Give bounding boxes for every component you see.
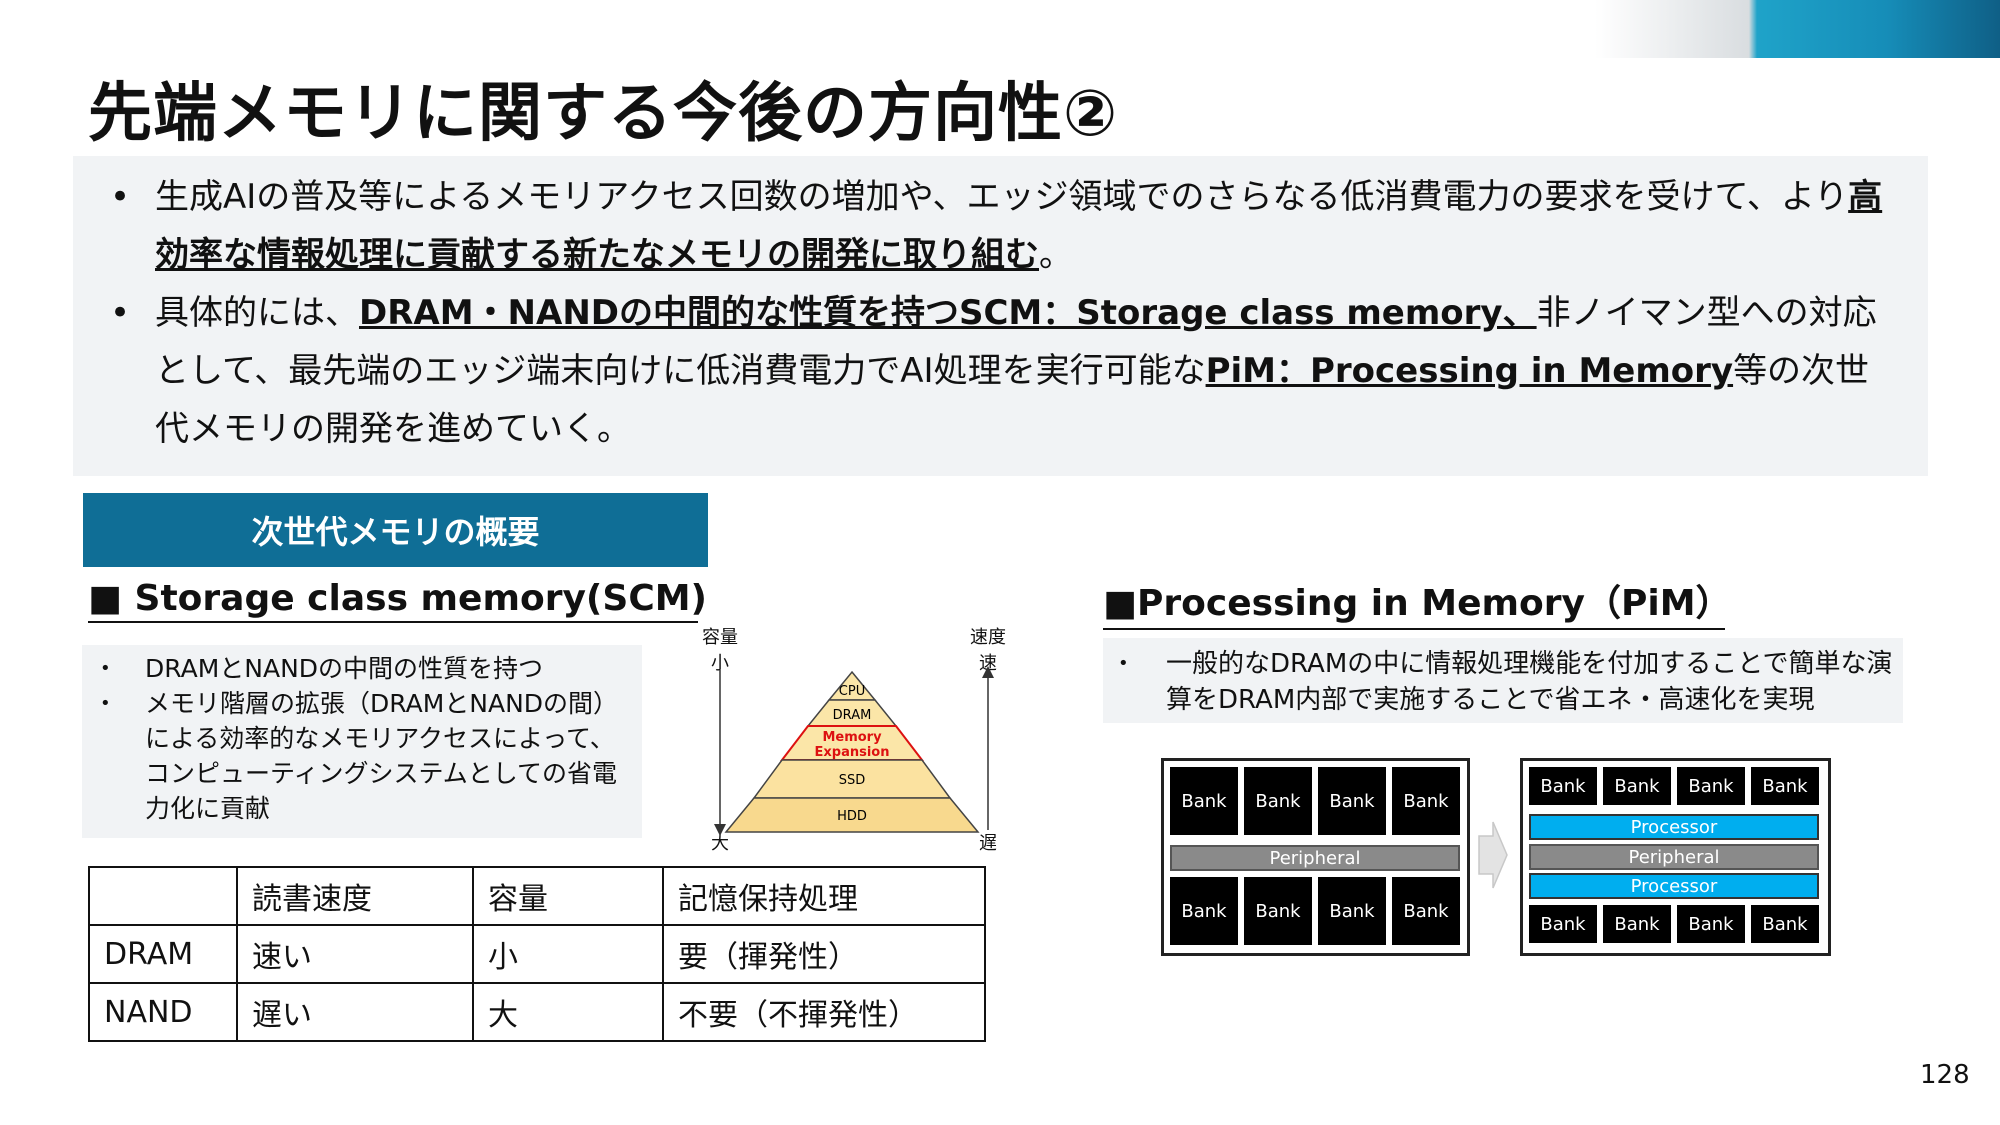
bank-block: Bank xyxy=(1677,905,1745,943)
table-cell: 読書速度 xyxy=(236,866,474,926)
table-row: NAND 遅い 大 不要（不揮発性） xyxy=(88,982,986,1042)
table-cell: DRAM xyxy=(88,924,238,984)
bank-block: Bank xyxy=(1244,877,1312,945)
scm-heading: ■ Storage class memory(SCM) xyxy=(88,578,707,623)
peripheral-bar: Peripheral xyxy=(1170,845,1460,871)
bank-block: Bank xyxy=(1529,767,1597,805)
bank-block: Bank xyxy=(1751,905,1819,943)
table-header-row: 読書速度 容量 記憶保持処理 xyxy=(88,866,986,926)
pim-heading: ■Processing in Memory（PiM） xyxy=(1103,574,1732,630)
bank-block: Bank xyxy=(1603,905,1671,943)
table-cell: 不要（不揮発性） xyxy=(662,982,986,1042)
bank-block: Bank xyxy=(1529,905,1597,943)
pyramid-ssd-label: SSD xyxy=(839,773,866,788)
bank-block: Bank xyxy=(1244,767,1312,835)
capacity-large-label: 大 xyxy=(711,833,729,854)
pyramid-hdd-label: HDD xyxy=(837,809,867,824)
corner-decoration xyxy=(1595,0,2000,58)
bank-block: Bank xyxy=(1603,767,1671,805)
pim-dram-diagram: Bank Bank Bank Bank Processor Peripheral… xyxy=(1520,758,1831,956)
pyramid-hdd-tier xyxy=(724,797,980,833)
table-cell: 遅い xyxy=(236,982,474,1042)
pim-bullets: •一般的なDRAMの中に情報処理機能を付加することで簡単な演算をDRAM内部で実… xyxy=(1118,646,1898,718)
pyramid-expansion-label: Expansion xyxy=(815,745,890,760)
table-cell: 要（揮発性） xyxy=(662,924,986,984)
bank-block: Bank xyxy=(1392,877,1460,945)
processor-bar: Processor xyxy=(1529,873,1819,899)
memory-comparison-table: 読書速度 容量 記憶保持処理 DRAM 速い 小 要（揮発性） NAND 遅い … xyxy=(88,866,986,1042)
conventional-dram-diagram: Bank Bank Bank Bank Peripheral Bank Bank… xyxy=(1161,758,1470,956)
peripheral-bar: Peripheral xyxy=(1529,844,1819,870)
bullet-dot: • xyxy=(110,293,131,333)
bank-block: Bank xyxy=(1170,877,1238,945)
scm-bullet-1: •DRAMとNANDの中間の性質を持つ xyxy=(100,654,544,683)
table-cell: NAND xyxy=(88,982,238,1042)
memory-hierarchy-pyramid: CPU DRAM Memory Expansion SSD HDD xyxy=(714,666,994,836)
capacity-small-label: 小 xyxy=(711,653,729,674)
scm-description-box xyxy=(82,645,642,838)
bank-block: Bank xyxy=(1392,767,1460,835)
capacity-label: 容量 xyxy=(702,627,738,648)
table-row: DRAM 速い 小 要（揮発性） xyxy=(88,924,986,984)
bank-block: Bank xyxy=(1318,767,1386,835)
bank-block: Bank xyxy=(1751,767,1819,805)
bullet-dot: • xyxy=(110,177,131,217)
transition-arrow-icon xyxy=(1478,821,1508,889)
table-cell: 速い xyxy=(236,924,474,984)
speed-label: 速度 xyxy=(970,627,1006,648)
scm-bullets: •DRAMとNANDの中間の性質を持つ •メモリ階層の拡張（DRAMとNANDの… xyxy=(100,651,635,826)
bank-block: Bank xyxy=(1170,767,1238,835)
table-cell xyxy=(88,866,238,926)
pim-bullet-1: •一般的なDRAMの中に情報処理機能を付加することで簡単な演算をDRAM内部で実… xyxy=(1118,649,1893,715)
pim-description-box xyxy=(1103,638,1903,723)
bank-block: Bank xyxy=(1677,767,1745,805)
table-cell: 大 xyxy=(472,982,664,1042)
scm-bullet-2: •メモリ階層の拡張（DRAMとNANDの間）による効率的なメモリアクセスによって… xyxy=(100,689,619,823)
speed-slow-label: 遅 xyxy=(979,833,997,854)
summary-bullets: • 生成AIの普及等によるメモリアクセス回数の増加や、エッジ領域でのさらなる低消… xyxy=(110,168,1900,458)
bank-block: Bank xyxy=(1318,877,1386,945)
pyramid-dram-label: DRAM xyxy=(833,708,872,723)
summary-bullet-2: • 具体的には、DRAM・NANDの中間的な性質を持つSCM：Storage c… xyxy=(110,284,1900,458)
table-cell: 記憶保持処理 xyxy=(662,866,986,926)
section-title: 次世代メモリの概要 xyxy=(83,493,708,567)
pyramid-cpu-label: CPU xyxy=(839,684,865,699)
pyramid-memory-label: Memory xyxy=(822,730,882,745)
processor-bar: Processor xyxy=(1529,814,1819,840)
summary-bullet-1: • 生成AIの普及等によるメモリアクセス回数の増加や、エッジ領域でのさらなる低消… xyxy=(110,168,1900,284)
page-number: 128 xyxy=(1920,1060,1970,1090)
summary-box xyxy=(73,156,1928,476)
table-cell: 小 xyxy=(472,924,664,984)
page-title: 先端メモリに関する今後の方向性② xyxy=(88,77,1119,151)
table-cell: 容量 xyxy=(472,866,664,926)
